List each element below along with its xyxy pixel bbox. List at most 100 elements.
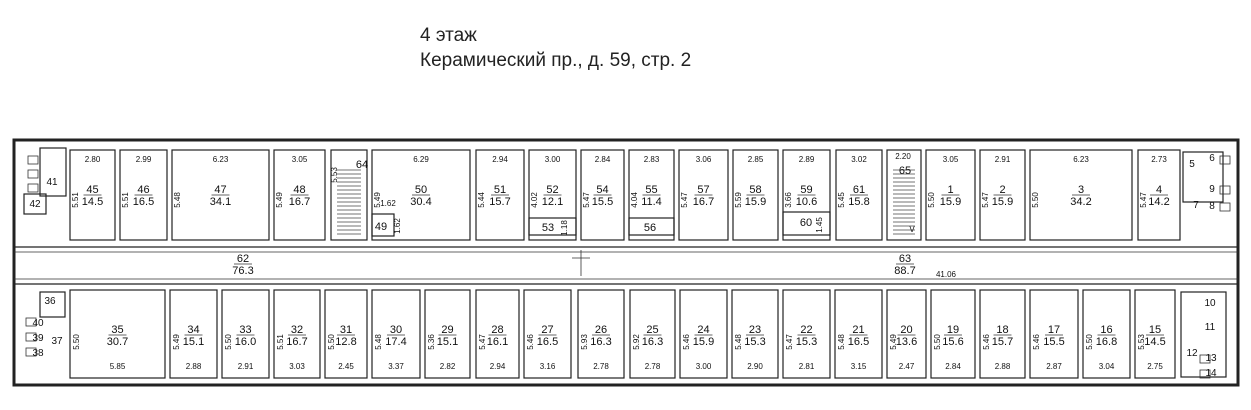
room-number: 45 — [86, 184, 98, 196]
room-number: 27 — [541, 324, 553, 336]
room-width: 3.02 — [851, 155, 867, 164]
room-wall — [979, 149, 1026, 241]
room-number: 32 — [291, 324, 303, 336]
room-area: 15.5 — [592, 196, 613, 208]
room-width: 2.84 — [595, 155, 611, 164]
room-wall — [782, 211, 831, 236]
room-wall — [782, 289, 831, 379]
room-area: 12.8 — [335, 336, 356, 348]
room-width: 2.45 — [338, 362, 354, 371]
utility-room-number: 5 — [1189, 159, 1195, 170]
room-height: 5.50 — [1031, 192, 1040, 208]
utility-room-number: 14 — [1205, 368, 1217, 379]
utility-room-number: 8 — [1209, 201, 1215, 212]
room-wall — [679, 289, 728, 379]
room-width: 2.84 — [945, 362, 961, 371]
room-width: 2.87 — [1046, 362, 1062, 371]
room-wall — [577, 289, 625, 379]
room-number: 4 — [1156, 184, 1162, 196]
room-walls — [23, 147, 1231, 379]
room-area: 34.1 — [210, 196, 231, 208]
room-number: 26 — [595, 324, 607, 336]
utility-room-number: 9 — [1209, 184, 1215, 195]
room-wall — [731, 289, 779, 379]
room-width: 5.85 — [110, 362, 126, 371]
fixture — [1219, 202, 1231, 212]
room-height: 5.48 — [837, 334, 846, 350]
room-area: 16.7 — [693, 196, 714, 208]
room-number: 28 — [491, 324, 503, 336]
room-width: 2.88 — [995, 362, 1011, 371]
room-wall — [119, 149, 168, 241]
room-wall — [324, 289, 368, 379]
utility-wall — [1182, 151, 1224, 203]
room-wall — [1029, 149, 1133, 241]
fixture — [25, 347, 37, 357]
room-height: 5.53 — [1137, 334, 1146, 350]
utility-room-number: 41 — [46, 177, 58, 188]
room-area: 15.9 — [745, 196, 766, 208]
fixture — [1219, 155, 1231, 165]
room-width: 2.89 — [799, 155, 815, 164]
room-width: 3.00 — [545, 155, 561, 164]
fixture — [27, 155, 39, 165]
room-height: 5.51 — [121, 192, 130, 208]
stair-dim: 2.20 — [895, 152, 911, 161]
room-width: 2.90 — [747, 362, 763, 371]
room-width: 2.78 — [593, 362, 609, 371]
room-width: 1.62 — [380, 199, 396, 208]
fixture — [1199, 354, 1211, 364]
room-number: 23 — [749, 324, 761, 336]
room-area: 34.2 — [1070, 196, 1091, 208]
room-number: 54 — [596, 184, 608, 196]
room-wall — [171, 149, 270, 241]
stair-number: 64 — [356, 159, 368, 171]
utility-wall — [39, 147, 67, 197]
room-number: 1 — [947, 184, 953, 196]
room-area: 16.1 — [487, 336, 508, 348]
room-height: 5.47 — [785, 334, 794, 350]
room-number: 2 — [999, 184, 1005, 196]
room-number: 51 — [494, 184, 506, 196]
room-height: 5.47 — [981, 192, 990, 208]
room-wall — [528, 149, 577, 241]
room-area: 15.8 — [848, 196, 869, 208]
room-number: 46 — [137, 184, 149, 196]
room-number: 16 — [1100, 324, 1112, 336]
room-height: 5.48 — [374, 334, 383, 350]
room-area: 15.9 — [693, 336, 714, 348]
room-wall — [1137, 149, 1181, 241]
utility-room-number: 7 — [1193, 200, 1199, 211]
room-height: 1.18 — [560, 220, 569, 236]
room-wall — [629, 289, 676, 379]
room-number: 21 — [852, 324, 864, 336]
room-number: 30 — [390, 324, 402, 336]
utility-wall — [1180, 291, 1227, 378]
room-number: 63 — [899, 253, 911, 265]
room-height: 5.50 — [72, 334, 81, 350]
room-width: 2.81 — [799, 362, 815, 371]
room-area: 16.3 — [590, 336, 611, 348]
room-height: 5.36 — [427, 334, 436, 350]
room-area: 15.1 — [437, 336, 458, 348]
room-area: 15.9 — [940, 196, 961, 208]
room-width: 2.91 — [995, 155, 1011, 164]
room-wall — [835, 149, 883, 241]
room-area: 16.3 — [642, 336, 663, 348]
room-wall — [1134, 289, 1176, 379]
room-number: 18 — [996, 324, 1008, 336]
building-address: Керамический пр., д. 59, стр. 2 — [420, 50, 692, 71]
room-height: 5.45 — [837, 192, 846, 208]
room-number: 33 — [239, 324, 251, 336]
room-wall — [523, 289, 572, 379]
room-area: 14.5 — [82, 196, 103, 208]
room-area: 10.6 — [796, 196, 817, 208]
room-number: 50 — [415, 184, 427, 196]
room-area: 30.7 — [107, 336, 128, 348]
fixture — [25, 317, 37, 327]
room-height: 5.93 — [580, 334, 589, 350]
room-width: 6.23 — [213, 155, 229, 164]
room-wall — [273, 289, 321, 379]
fixture — [1219, 185, 1231, 195]
